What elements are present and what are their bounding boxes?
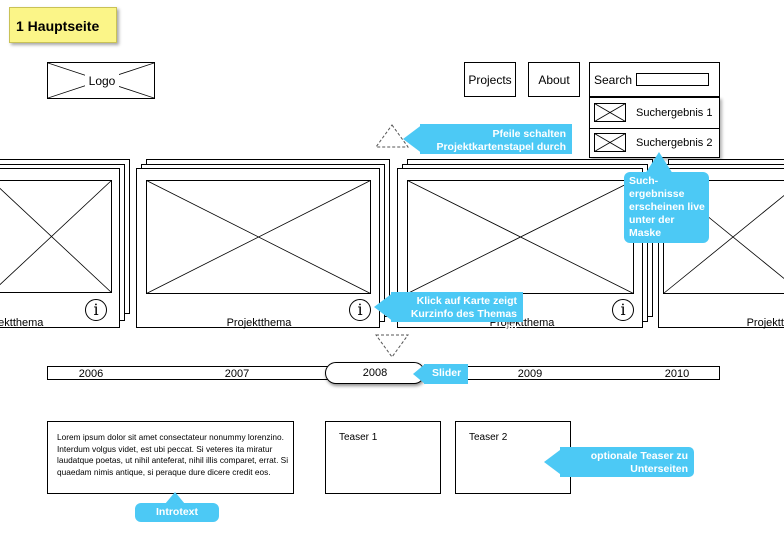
teaser-box[interactable]: Teaser 1 <box>325 421 441 494</box>
intro-text: Lorem ipsum dolor sit amet consectateur … <box>57 432 289 477</box>
timeline-year[interactable]: 2010 <box>664 368 690 380</box>
callout-pointer-icon <box>544 447 564 477</box>
search-input[interactable] <box>636 73 709 86</box>
image-placeholder-icon <box>146 180 371 294</box>
project-card[interactable]: i Projektthema <box>136 168 380 329</box>
search-box: Search <box>589 62 720 97</box>
slider-handle[interactable]: 2008 <box>325 362 425 384</box>
page-title-note: 1 Hauptseite <box>9 7 117 43</box>
card-label: Projektthema <box>226 317 292 329</box>
image-placeholder-icon <box>407 180 634 294</box>
project-card[interactable]: i Projektthema <box>0 168 120 329</box>
card-label: Projektthema <box>746 317 784 329</box>
callout-pointer-icon <box>645 152 673 174</box>
callout-arrows: Pfeile schalten Projektkartenstapel durc… <box>420 124 572 154</box>
callout-intro: Introtext <box>135 503 219 522</box>
callout-slider: Slider <box>424 364 468 384</box>
callout-teaser: optionale Teaser zu Unterseiten <box>560 447 694 477</box>
intro-text-box: Lorem ipsum dolor sit amet consectateur … <box>47 421 294 494</box>
teaser-box[interactable]: Teaser 2 <box>455 421 571 494</box>
callout-pointer-icon <box>413 364 425 384</box>
info-icon[interactable]: i <box>612 299 634 321</box>
about-button[interactable]: About <box>528 62 580 97</box>
callout-pointer-icon <box>403 124 423 154</box>
logo[interactable]: Logo <box>47 62 155 99</box>
slider-selected-year: 2008 <box>362 367 388 379</box>
timeline-year[interactable]: 2009 <box>517 368 543 380</box>
teaser-label: Teaser 2 <box>469 432 508 443</box>
search-result-item[interactable]: Suchergebnis 1 <box>590 98 719 129</box>
search-result-label: Suchergebnis 1 <box>636 107 713 119</box>
image-placeholder-icon <box>594 103 626 122</box>
image-placeholder-icon <box>594 133 626 152</box>
callout-pointer-icon <box>374 292 394 322</box>
timeline-year[interactable]: 2006 <box>78 368 104 380</box>
logo-label: Logo <box>85 73 119 89</box>
search-result-label: Suchergebnis 2 <box>636 137 713 149</box>
card-label: Projektthema <box>0 317 44 329</box>
teaser-label: Teaser 1 <box>339 432 378 443</box>
search-results-dropdown: Suchergebnis 1 Suchergebnis 2 <box>589 97 720 158</box>
callout-search: Such-ergebnisse erscheinen live unter de… <box>624 172 709 243</box>
arrow-down-icon[interactable] <box>375 334 409 358</box>
image-placeholder-icon <box>0 180 112 293</box>
timeline-year[interactable]: 2007 <box>224 368 250 380</box>
info-icon[interactable]: i <box>85 299 107 321</box>
projects-button[interactable]: Projects <box>464 62 516 97</box>
callout-card: Klick auf Karte zeigt Kurzinfo des Thema… <box>391 292 523 333</box>
search-label: Search <box>594 73 633 87</box>
search-result-item[interactable]: Suchergebnis 2 <box>590 129 719 157</box>
callout-pointer-icon <box>165 492 185 504</box>
arrow-up-icon[interactable] <box>375 124 409 148</box>
info-icon[interactable]: i <box>349 299 371 321</box>
